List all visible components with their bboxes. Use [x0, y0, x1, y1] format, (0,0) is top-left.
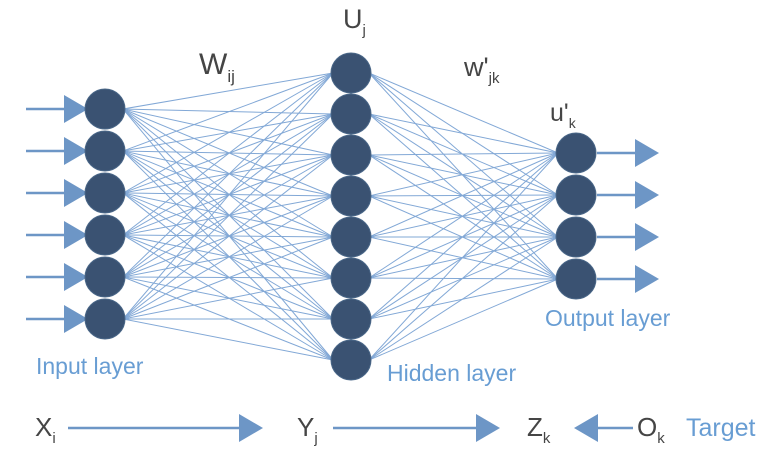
hidden-node — [330, 93, 372, 135]
flow-arrow-1-head — [239, 414, 263, 442]
output-node — [555, 258, 597, 300]
connection-hidden-output — [368, 152, 559, 279]
connection-input-hidden — [122, 318, 334, 361]
input-arrow-head — [64, 95, 88, 123]
input-arrow-head — [64, 305, 88, 333]
connection-input-hidden — [122, 72, 334, 236]
connection-input-hidden — [122, 72, 334, 194]
weight-label-w-jk: w'jk — [463, 52, 500, 87]
connection-input-hidden — [122, 72, 334, 320]
output-arrow-head — [635, 139, 659, 167]
output-node — [555, 132, 597, 174]
hidden-node — [330, 298, 372, 340]
input-arrow-head — [64, 263, 88, 291]
output-arrow-head — [635, 181, 659, 209]
connection-hidden-output — [368, 152, 559, 320]
flow-label-x-i: Xi — [35, 412, 56, 447]
output-arrow-head — [635, 265, 659, 293]
connection-hidden-output — [368, 152, 559, 238]
connection-hidden-output — [368, 152, 559, 156]
hidden-node — [330, 175, 372, 217]
hidden-layer-caption: Hidden layer — [387, 360, 516, 386]
output-layer-caption: Output layer — [545, 305, 671, 331]
connection-input-hidden — [122, 195, 334, 320]
input-node — [84, 298, 126, 340]
connection-input-hidden — [122, 277, 334, 320]
connection-hidden-output — [368, 113, 559, 154]
input-node — [84, 130, 126, 172]
connection-hidden-output — [368, 72, 559, 154]
weight-label-u-j: Uj — [343, 4, 366, 39]
output-node — [555, 174, 597, 216]
connection-input-hidden — [122, 72, 334, 278]
input-arrow-head — [64, 221, 88, 249]
input-arrow-head — [64, 137, 88, 165]
connection-hidden-output — [368, 278, 559, 361]
connection-input-hidden — [122, 72, 334, 110]
connection-hidden-output — [368, 194, 559, 361]
hidden-node — [330, 339, 372, 381]
connection-hidden-output — [368, 152, 559, 361]
hidden-node — [330, 257, 372, 299]
flow-label-o-k: Ok — [637, 412, 665, 447]
connection-hidden-output — [368, 236, 559, 361]
output-node — [555, 216, 597, 258]
hidden-node — [330, 134, 372, 176]
hidden-node — [330, 52, 372, 94]
connection-input-hidden — [122, 72, 334, 152]
connection-hidden-output — [368, 152, 559, 197]
connection-input-hidden — [122, 113, 334, 320]
connection-input-hidden — [122, 154, 334, 320]
flow-label-z-k: Zk — [527, 412, 551, 447]
connection-input-hidden — [122, 236, 334, 320]
flow-label-y-j: Yj — [297, 412, 318, 447]
target-label: Target — [686, 414, 756, 442]
flow-arrow-2-head — [476, 414, 500, 442]
hidden-node — [330, 216, 372, 258]
input-node — [84, 172, 126, 214]
output-arrow-head — [635, 223, 659, 251]
input-node — [84, 214, 126, 256]
weight-label-w-ij: Wij — [199, 48, 235, 86]
flow-arrow-3-head — [574, 414, 598, 442]
input-node — [84, 256, 126, 298]
input-node — [84, 88, 126, 130]
input-layer-caption: Input layer — [36, 353, 144, 379]
weight-label-u-k: u'k — [550, 99, 577, 131]
input-arrow-head — [64, 179, 88, 207]
